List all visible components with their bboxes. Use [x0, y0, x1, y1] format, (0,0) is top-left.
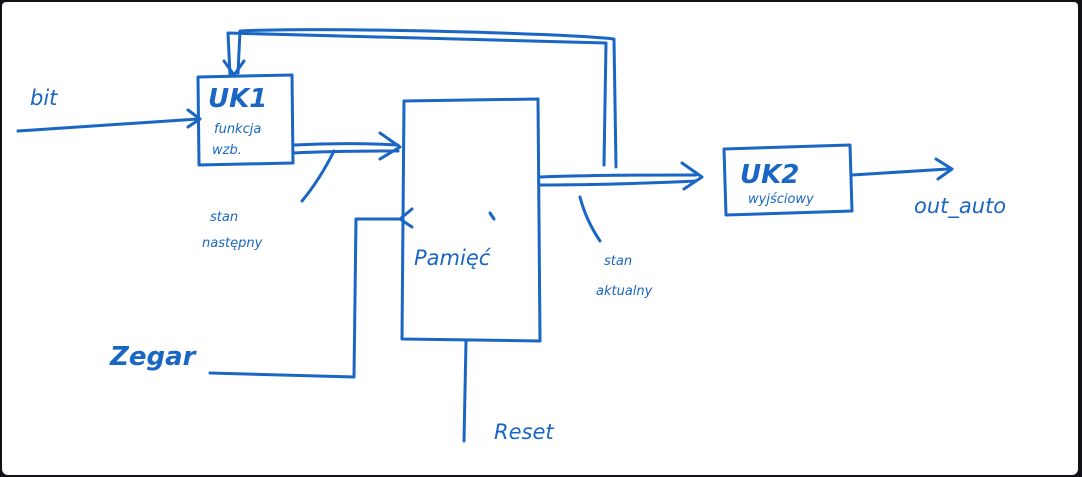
reset-line — [462, 339, 468, 443]
uk2-subtitle: wyjściowy — [748, 192, 814, 207]
stan-aktualny-label-1: stan — [604, 254, 632, 269]
stan-nastepny-label-1: stan — [210, 210, 238, 225]
stan-aktualny-pointer — [578, 195, 602, 243]
uk1-subtitle-1: funkcja — [214, 122, 261, 137]
uk1-to-pamiec-line-2 — [292, 149, 400, 155]
pamiec-decor-tick — [488, 211, 496, 221]
bit-label: bit — [30, 86, 58, 110]
uk1-title: UK1 — [208, 84, 267, 114]
bit-input-arrowhead — [186, 108, 202, 129]
uk2-to-output-arrowhead — [934, 157, 954, 181]
stan-nastepny-pointer — [300, 149, 336, 203]
uk1-to-pamiec-arrowhead — [378, 131, 402, 161]
uk1-to-pamiec-line-1 — [292, 142, 400, 147]
uk1-box — [196, 73, 295, 167]
reset-label: Reset — [494, 420, 554, 444]
pamiec-to-uk2-arrowhead — [680, 161, 704, 191]
bit-input-line — [16, 117, 200, 133]
uk1-subtitle-2: wzb. — [212, 143, 242, 158]
uk2-to-output-line — [850, 167, 950, 177]
feedback-line-outer — [226, 31, 608, 167]
stan-nastepny-label-2: następny — [202, 236, 263, 251]
stan-aktualny-label-2: aktualny — [596, 284, 653, 299]
zegar-label: Zegar — [109, 342, 198, 372]
feedback-arrowhead — [222, 59, 246, 77]
pamiec-to-uk2-line-1 — [538, 173, 698, 179]
out-auto-label: out_auto — [914, 194, 1006, 219]
block-diagram: bit UK1 funkcja wzb. stan następny Pamię… — [16, 28, 1006, 444]
pamiec-to-uk2-line-2 — [538, 179, 698, 187]
pamiec-box — [400, 97, 542, 343]
pamiec-label: Pamięć — [414, 246, 492, 270]
uk2-title: UK2 — [740, 160, 799, 190]
zegar-arrowhead — [398, 207, 414, 229]
feedback-line-inner — [236, 28, 618, 169]
zegar-line — [208, 217, 402, 379]
uk2-box — [722, 143, 854, 217]
